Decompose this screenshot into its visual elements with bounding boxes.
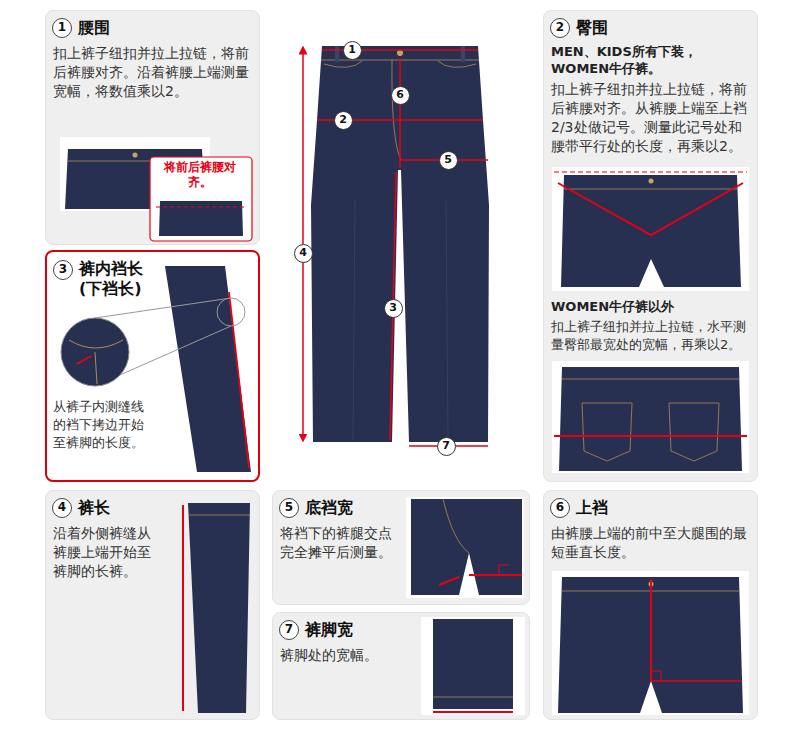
photo-ground	[552, 361, 749, 473]
panel-heading: 上裆	[576, 498, 746, 518]
measure-line	[554, 435, 747, 437]
zoom-ring	[217, 298, 245, 326]
step-number: 1	[52, 18, 72, 38]
measure-panel: 4 裤长沿着外侧裤缝从裤腰上端开始至裤脚的长裤。	[45, 490, 260, 720]
jeans-top	[159, 201, 243, 236]
panel-body: 从裤子内测缝线的裆下拷边开始至裤脚的长度。	[53, 398, 153, 452]
back-pocket	[669, 403, 719, 461]
leg-seam	[446, 200, 448, 440]
measure-panel: 6 上裆由裤腰上端的前中至大腿围的最短垂直长度。	[543, 490, 758, 720]
jeans-top	[561, 175, 741, 287]
hem-stitch	[433, 697, 513, 698]
measure-line	[229, 292, 249, 468]
jeans-hem	[433, 619, 513, 709]
seam-pointer	[77, 356, 91, 364]
measure-line	[558, 183, 743, 235]
callout-number: 1	[343, 41, 362, 60]
panel-body: 扣上裤子纽扣并拉上拉链，将前后裤腰对齐。从裤腰上端至上裆2/3处做记号。测量此记…	[551, 80, 752, 156]
button	[397, 50, 403, 56]
jeans-back	[559, 367, 742, 471]
panel-heading: 裤脚宽	[305, 620, 410, 640]
belt-loop	[335, 46, 339, 62]
callout-number: 4	[294, 244, 313, 263]
measure-line	[433, 711, 513, 713]
step-number: 7	[279, 620, 299, 640]
panel-subheading: MEN、KIDS所有下装，WOMEN牛仔裤。	[551, 43, 752, 77]
right-angle-mark	[651, 671, 661, 681]
waistband-stitch	[562, 379, 739, 380]
measure-line	[399, 58, 401, 168]
zoom-circle	[61, 318, 129, 386]
panel-body: 扣上裤子纽扣并拉上拉链，将前后裤腰对齐。沿着裤腰上端测量宽幅，将数值乘以2。	[53, 44, 254, 101]
inset-frame	[150, 157, 252, 241]
photo-ground	[406, 497, 524, 598]
jeans-body	[311, 46, 489, 442]
measure-line	[650, 579, 652, 681]
panel-heading: 底裆宽	[305, 498, 400, 518]
measure-line	[554, 171, 747, 172]
measure-line	[182, 505, 184, 711]
step-number: 5	[279, 498, 299, 518]
panel-body: 由裤腰上端的前中至大腿围的最短垂直长度。	[551, 524, 752, 562]
panel-heading: 腰围	[78, 18, 248, 38]
photo-ground	[552, 167, 749, 291]
jeans-crotch	[411, 499, 522, 595]
callout-number: 2	[334, 111, 353, 130]
step-number: 3	[53, 260, 73, 280]
seam-pointer	[439, 577, 459, 585]
button	[133, 153, 138, 158]
callout-number: 7	[437, 437, 456, 456]
panel-heading: 臀围	[576, 18, 746, 38]
measure-panel: 5 底裆宽将裆下的裤腿交点完全摊平后测量。	[272, 490, 530, 605]
callout-number: 3	[384, 299, 403, 318]
crotch-seam	[443, 499, 469, 553]
measure-panel: 2 臀围 MEN、KIDS所有下装，WOMEN牛仔裤。扣上裤子纽扣并拉上拉链，将前后…	[543, 10, 758, 482]
measure-line	[651, 680, 742, 682]
jeans-leg	[165, 266, 251, 472]
panel-heading: 裤内裆长 (下裆长)	[79, 259, 159, 299]
jeans-leg	[188, 503, 250, 713]
photo-ground	[421, 617, 525, 715]
panel-body: 裤脚处的宽幅。	[280, 646, 414, 665]
photo-note: 将前后裤腰对齐。	[153, 160, 247, 190]
button	[649, 179, 654, 184]
photo-ground	[552, 571, 749, 715]
panel-body: 沿着外侧裤缝从裤腰上端开始至裤脚的长裤。	[53, 524, 159, 581]
pocket-stitch	[324, 61, 362, 67]
step-number: 2	[550, 18, 570, 38]
panel-subheading: WOMEN牛仔裤以外	[551, 298, 752, 315]
panel-heading: 裤长	[78, 498, 168, 518]
align-mark	[156, 206, 246, 207]
pocket-stitch	[438, 61, 476, 67]
callout-number: 5	[439, 151, 458, 170]
waistband-stitch	[188, 515, 250, 516]
measure-panel: 7 裤脚宽裤脚处的宽幅。	[272, 612, 530, 720]
waistband-stitch	[564, 189, 737, 190]
step-number: 6	[550, 498, 570, 518]
leg-seam	[353, 200, 355, 440]
panel-body: 扣上裤子纽扣并拉上拉链，水平测量臀部最宽处的宽幅，再乘以2。	[551, 318, 752, 354]
step-number: 4	[52, 498, 72, 518]
measure-panel: 3 裤内裆长 (下裆长) 从裤子内测缝线的裆下拷边开始至裤脚的长度。	[45, 250, 260, 482]
callout-number: 6	[391, 86, 410, 105]
zoom-leader	[95, 298, 231, 318]
crotch-seam	[69, 340, 123, 384]
measure-panel: 1 腰围扣上裤子纽扣并拉上拉链，将前后裤腰对齐。沿着裤腰上端测量宽幅，将数值乘以2…	[45, 10, 260, 245]
back-pocket	[582, 403, 632, 461]
measure-line	[469, 574, 522, 576]
panel-body: 将裆下的裤腿交点完全摊平后测量。	[280, 524, 400, 562]
right-angle-mark	[499, 565, 509, 575]
belt-loop	[461, 46, 465, 62]
jeans-top	[558, 577, 743, 713]
